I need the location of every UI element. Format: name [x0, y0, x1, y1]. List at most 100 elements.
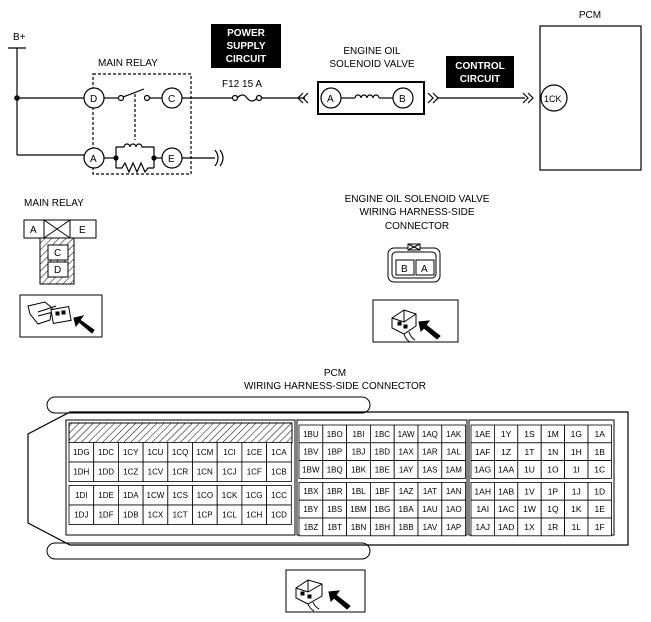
pcm-pin-label: 1W — [523, 504, 536, 514]
pcm-pin-label: 1Q — [547, 504, 559, 514]
schematic: B+ MAIN RELAY D C A E — [8, 10, 642, 175]
pcm-pin-label: 1AX — [399, 448, 415, 457]
svg-text:WIRING HARNESS-SIDE CONNECTOR: WIRING HARNESS-SIDE CONNECTOR — [244, 381, 426, 392]
pcm-pin-label: 1BI — [352, 430, 364, 439]
control-circuit-box — [446, 56, 514, 88]
pcm-pin-label: 1CB — [271, 468, 287, 477]
pcm-pin-cell — [587, 517, 612, 537]
pcm-pin-label: 1V — [524, 486, 535, 496]
relay-view-icon — [19, 294, 103, 338]
svg-text:A: A — [327, 94, 334, 105]
pcm-pin-label: 1C — [594, 465, 605, 475]
pcm-pin-label: 1X — [524, 522, 535, 532]
pcm-pin-label: 1CJ — [222, 468, 236, 477]
pcm-pin-label: 1BB — [399, 523, 414, 532]
pcm-pin-label: 1CA — [271, 448, 287, 457]
pcm-pin-label: 1U — [524, 465, 535, 475]
svg-text:E: E — [79, 225, 86, 236]
svg-text:POWER: POWER — [227, 28, 266, 39]
pcm-pin-label: 1BO — [327, 430, 343, 439]
pcm-pin-label: 1DE — [98, 491, 114, 500]
pcm-pin-label: 1AY — [399, 465, 414, 474]
pcm-pin-label: 1S — [524, 429, 535, 439]
pcm-pin-cell — [441, 460, 466, 479]
pcm-pin-label: 1CW — [147, 491, 165, 500]
pcm-pin-label: 1CV — [148, 468, 164, 477]
pcm-pin-label: 1L — [572, 522, 582, 532]
pcm-box — [539, 25, 642, 171]
pcm-pin-label: 1BD — [375, 448, 391, 457]
solenoid-valve-box — [317, 81, 425, 115]
pcm-pin-label: 1CS — [172, 491, 188, 500]
pcm-pin-label: 1CF — [247, 468, 262, 477]
pcm-pin-label: 1CY — [123, 448, 139, 457]
pcm-pin-label: 1AL — [447, 448, 462, 457]
pcm-pin-label: 1CH — [246, 511, 262, 520]
pcm-pin-label: 1BK — [351, 465, 367, 474]
pcm-pin-label: 1BZ — [304, 523, 319, 532]
pcm-pin-label: 1AF — [475, 447, 491, 457]
pcm-pin-label: 1BC — [375, 430, 391, 439]
pcm-pin-label: 1DB — [123, 511, 139, 520]
main-relay-connector: MAIN RELAY A E C D — [19, 198, 103, 338]
pcm-pin-label: 1H — [571, 447, 582, 457]
svg-text:WIRING HARNESS-SIDE: WIRING HARNESS-SIDE — [359, 207, 474, 218]
b-plus-label: B+ — [13, 32, 26, 43]
pcm-pin-label: 1BL — [351, 487, 366, 496]
svg-text:MAIN RELAY: MAIN RELAY — [24, 198, 84, 209]
solenoid-view-icon — [372, 299, 459, 343]
pcm-pin-label: 1DG — [73, 448, 89, 457]
pcm-pin-label: 1CQ — [172, 448, 188, 457]
pcm-pin-label: 1DJ — [74, 511, 88, 520]
power-supply-circuit-box — [211, 24, 281, 68]
main-relay-label: MAIN RELAY — [98, 58, 158, 69]
pcm-pin-label: 1M — [547, 429, 559, 439]
pcm-pin-label: 1BM — [350, 505, 367, 514]
pcm-pin-label: 1CD — [271, 511, 287, 520]
pcm-pin-label: 1BU — [303, 430, 319, 439]
svg-text:A: A — [421, 264, 428, 275]
pcm-pin-label: 1BH — [375, 523, 391, 532]
svg-text:SOLENOID VALVE: SOLENOID VALVE — [329, 59, 415, 70]
pcm-pin-label: 1CG — [246, 491, 262, 500]
pcm-pin-label: 1CI — [223, 448, 235, 457]
pcm-pin-label: 1AD — [498, 522, 515, 532]
pcm-pin-label: 1O — [547, 465, 559, 475]
pcm-pin-label: 1Y — [501, 429, 512, 439]
pcm-pin-label: 1AH — [474, 486, 491, 496]
pcm-pin-label: 1CP — [197, 511, 213, 520]
svg-text:E: E — [168, 154, 175, 165]
solenoid-connector: ENGINE OIL SOLENOID VALVE WIRING HARNESS… — [345, 194, 490, 343]
pcm-pin-label: 1CU — [147, 448, 163, 457]
pcm-pin-label: 1BP — [327, 448, 342, 457]
pcm-pin-label: 1AU — [422, 505, 438, 514]
svg-text:ENGINE OIL SOLENOID VALVE: ENGINE OIL SOLENOID VALVE — [345, 194, 490, 205]
pcm-pin-label: 1AA — [498, 465, 514, 475]
svg-text:CIRCUIT: CIRCUIT — [226, 54, 267, 65]
pcm-pin-label: 1T — [525, 447, 535, 457]
pcm-pin-label: 1A — [594, 429, 605, 439]
pcm-pin-label: 1AS — [422, 465, 437, 474]
pcm-pin-label: 1BG — [374, 505, 390, 514]
pcm-pin-label: 1AQ — [422, 430, 438, 439]
pcm-pin-label: 1AW — [398, 430, 415, 439]
pcm-pin-label: 1DH — [73, 468, 89, 477]
pcm-pin-label: 1BT — [327, 523, 342, 532]
pcm-pin-label: 1BY — [303, 505, 319, 514]
pcm-pin-label: 1BW — [302, 465, 320, 474]
pcm-pin-label: 1DC — [98, 448, 114, 457]
pcm-pin-label: 1BV — [303, 448, 319, 457]
pcm-pin-label: 1CZ — [123, 468, 138, 477]
svg-text:A: A — [30, 225, 37, 236]
pcm-pin-label: 1AT — [423, 487, 437, 496]
pcm-pin-label: 1F — [595, 522, 605, 532]
pcm-pin-label: 1P — [548, 486, 559, 496]
pcm-pin-label: 1AP — [446, 523, 461, 532]
pcm-pin-label: 1G — [571, 429, 582, 439]
pcm-pin-label: 1BF — [375, 487, 390, 496]
pcm-pin-cell — [266, 504, 292, 525]
